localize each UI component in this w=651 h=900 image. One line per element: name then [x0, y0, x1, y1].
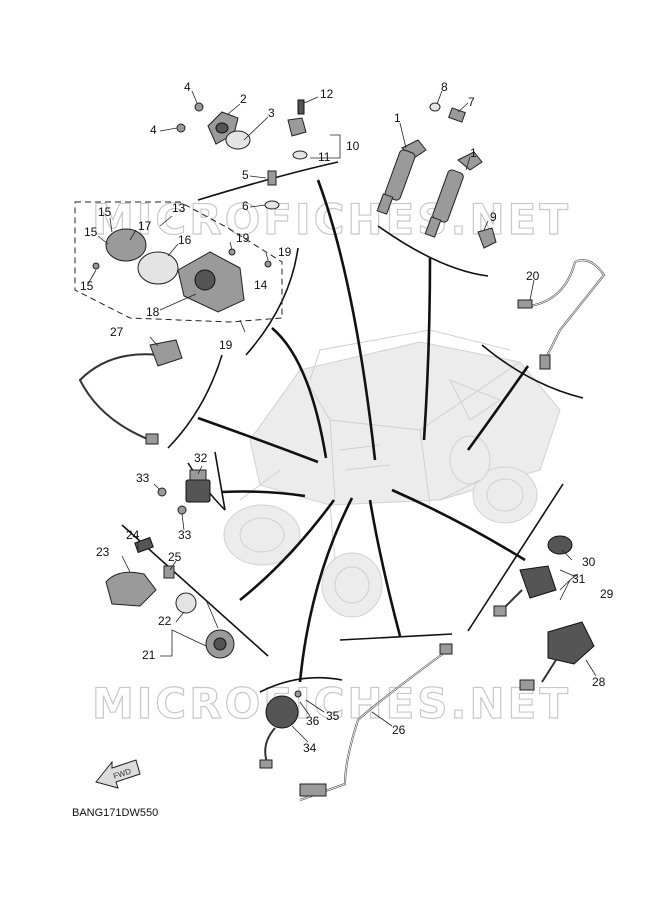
- callout-22: 22: [158, 614, 172, 628]
- callout-24: 24: [126, 528, 140, 542]
- sensor-part-10: [287, 99, 308, 160]
- callout-34: 34: [303, 741, 317, 755]
- sensor-part-2: [176, 102, 251, 150]
- sensor-part-5: [264, 170, 280, 210]
- callout-25: 25: [168, 550, 182, 564]
- callout-3: 3: [268, 106, 275, 120]
- ignition-coil-1b: [424, 151, 483, 238]
- pointer-lines: [197, 179, 530, 683]
- callout-33: 33: [136, 471, 150, 485]
- callout-23: 23: [96, 545, 110, 559]
- sensor-part-9: [477, 227, 497, 249]
- sensor-part-29: [493, 535, 573, 617]
- callout-17: 17: [138, 219, 152, 233]
- callout-11: 11: [318, 150, 331, 164]
- callout-31: 31: [572, 572, 586, 586]
- callout-28: 28: [592, 675, 606, 689]
- callout-16: 16: [178, 233, 192, 247]
- watermark-bottom: MICROFICHES.NET: [92, 679, 571, 728]
- switch-part-23: [105, 536, 175, 607]
- callout-21: 21: [142, 648, 156, 662]
- callout-9: 9: [490, 210, 497, 224]
- callout-26: 26: [392, 723, 406, 737]
- callout-36: 36: [306, 714, 320, 728]
- callout-1: 1: [470, 146, 477, 160]
- throttle-assembly-13: [74, 201, 283, 323]
- callout-15: 15: [80, 279, 94, 293]
- callout-30: 30: [582, 555, 596, 569]
- callout-32: 32: [194, 451, 208, 465]
- callout-1: 1: [394, 111, 401, 125]
- callout-20: 20: [526, 269, 540, 283]
- sensor-part-7: [429, 102, 466, 123]
- callout-19: 19: [219, 338, 233, 352]
- callout-35: 35: [326, 709, 340, 723]
- callout-19: 19: [278, 245, 292, 259]
- diagram-code: BANG171DW550: [72, 807, 158, 819]
- callout-2: 2: [240, 92, 247, 106]
- sensor-part-34: [259, 690, 302, 769]
- fwd-arrow: FWD: [95, 759, 141, 789]
- callout-14: 14: [254, 278, 268, 292]
- callout-4: 4: [184, 80, 191, 94]
- callout-33: 33: [178, 528, 192, 542]
- ignition-coil-1: [376, 139, 427, 215]
- callout-7: 7: [468, 95, 475, 109]
- relay-part-32: [157, 469, 211, 515]
- leader-lines: [87, 90, 597, 743]
- callout-8: 8: [441, 80, 448, 94]
- callout-29: 29: [600, 587, 614, 601]
- o2-sensor-part-20: [517, 259, 606, 370]
- callout-10: 10: [346, 139, 360, 153]
- sensor-part-28: [519, 621, 595, 691]
- callout-numbers: 1 1 2 3 4 4 5 6 7 8 9 10 11 12 13 14 15 …: [80, 80, 614, 755]
- sensor-part-27: [78, 339, 183, 445]
- switch-part-21: [175, 592, 235, 659]
- vehicle-silhouette: [223, 329, 561, 618]
- sensor-part-26: [299, 643, 453, 801]
- callout-15: 15: [84, 225, 98, 239]
- callout-18: 18: [146, 305, 160, 319]
- callout-12: 12: [320, 87, 334, 101]
- callout-5: 5: [242, 168, 249, 182]
- callout-6: 6: [242, 199, 249, 213]
- callout-19: 19: [236, 231, 250, 245]
- callout-4: 4: [150, 123, 157, 137]
- callout-15: 15: [98, 205, 112, 219]
- callout-13: 13: [172, 201, 186, 215]
- callout-27: 27: [110, 325, 124, 339]
